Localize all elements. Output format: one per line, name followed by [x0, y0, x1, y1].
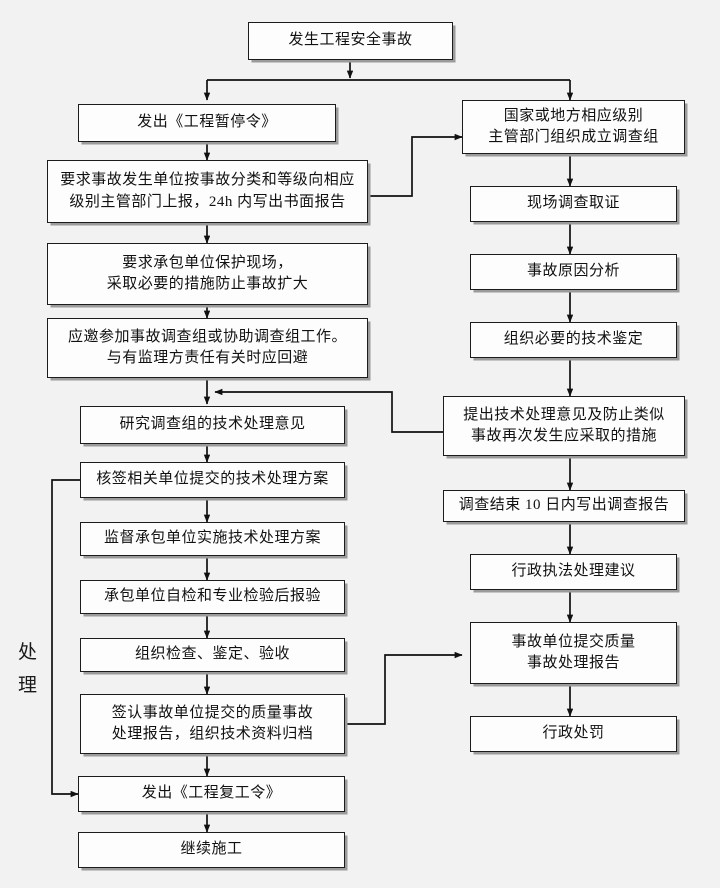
node-continue-construction[interactable]: 继续施工	[78, 832, 345, 868]
node-line-2: 采取必要的措施防止事故扩大	[106, 276, 309, 292]
node-line-1: 继续施工	[180, 841, 243, 858]
node-countersign-technical-plan[interactable]: 核签相关单位提交的技术处理方案	[80, 462, 345, 498]
node-accident-occurs[interactable]: 发生工程安全事故	[248, 22, 453, 60]
node-join-investigation-group[interactable]: 应邀参加事故调查组或协助调查组工作。 与有监理方责任有关时应回避	[47, 318, 368, 378]
node-line-1: 要求承包单位保护现场，	[122, 254, 293, 271]
node-line-2: 级别主管部门上报，24h 内写出书面报告	[69, 193, 346, 210]
wire-n18-to-n06	[214, 388, 443, 433]
node-supervise-implementation[interactable]: 监督承包单位实施技术处理方案	[80, 522, 345, 556]
node-issue-resumption-order[interactable]: 发出《工程复工令》	[78, 776, 345, 812]
node-line-2: 处理报告，组织技术资料归档	[111, 726, 314, 742]
node-administrative-penalty[interactable]: 行政处罚	[470, 716, 677, 752]
node-line-1: 发出《工程暂停令》	[137, 114, 277, 131]
node-protect-site[interactable]: 要求承包单位保护现场， 采取必要的措施防止事故扩大	[47, 243, 368, 305]
node-line-1: 提出技术处理意见及防止类似	[463, 406, 665, 423]
node-line-1: 签认事故单位提交的质量事故	[111, 704, 314, 721]
node-require-report-to-authority[interactable]: 要求事故发生单位按事故分类和等级向相应 级别主管部门上报，24h 内写出书面报告	[47, 160, 368, 223]
node-organize-technical-appraisal[interactable]: 组织必要的技术鉴定	[470, 322, 677, 358]
node-line-2: 事故再次发生应采取的措施	[470, 428, 657, 444]
node-administrative-enforcement-advice[interactable]: 行政执法处理建议	[470, 554, 677, 590]
node-line-1: 要求事故发生单位按事故分类和等级向相应	[60, 172, 355, 189]
node-line-1: 应邀参加事故调查组或协助调查组工作。	[67, 328, 347, 345]
node-line-1: 发生工程安全事故	[288, 32, 413, 49]
node-line-1: 调查结束 10 日内写出调查报告	[458, 497, 670, 514]
node-site-investigation-evidence[interactable]: 现场调查取证	[470, 186, 677, 222]
node-line-1: 研究调查组的技术处理意见	[119, 416, 306, 433]
node-line-1: 事故原因分析	[526, 263, 620, 280]
node-unit-submits-quality-report[interactable]: 事故单位提交质量 事故处理报告	[470, 622, 677, 684]
node-line-2: 事故处理报告	[526, 655, 620, 671]
node-establish-investigation-group[interactable]: 国家或地方相应级别 主管部门组织成立调查组	[462, 100, 685, 154]
node-study-technical-opinion[interactable]: 研究调查组的技术处理意见	[80, 406, 345, 444]
wire-n07-to-n12-feedback	[51, 479, 80, 798]
node-contractor-self-inspection[interactable]: 承包单位自检和专业检验后报验	[80, 580, 345, 614]
node-organize-inspection-acceptance[interactable]: 组织检查、鉴定、验收	[80, 638, 345, 672]
wire-n11-to-n21	[345, 651, 463, 725]
node-line-1: 行政执法处理建议	[511, 563, 636, 580]
node-line-1: 组织检查、鉴定、验收	[134, 646, 290, 663]
node-line-1: 国家或地方相应级别	[503, 107, 644, 124]
node-line-1: 组织必要的技术鉴定	[503, 331, 644, 348]
node-line-1: 核签相关单位提交的技术处理方案	[96, 471, 329, 488]
node-line-1: 承包单位自检和专业检验后报验	[103, 588, 321, 605]
node-line-1: 事故单位提交质量	[511, 633, 636, 650]
node-line-1: 发出《工程复工令》	[141, 785, 282, 802]
wire-n03-to-n14	[368, 133, 463, 197]
node-line-1: 监督承包单位实施技术处理方案	[103, 530, 321, 547]
side-label-char-2: 理	[17, 675, 38, 697]
node-line-2: 主管部门组织成立调查组	[488, 129, 659, 145]
side-label-char-1: 处	[17, 642, 38, 663]
side-label-handling: 处 理	[14, 636, 42, 703]
node-accident-cause-analysis[interactable]: 事故原因分析	[470, 254, 677, 290]
node-sign-quality-accident-report[interactable]: 签认事故单位提交的质量事故 处理报告，组织技术资料归档	[80, 694, 345, 754]
node-investigation-report-10-days[interactable]: 调查结束 10 日内写出调查报告	[443, 490, 685, 522]
node-line-2: 与有监理方责任有关时应回避	[106, 350, 309, 366]
node-propose-preventive-measures[interactable]: 提出技术处理意见及防止类似 事故再次发生应采取的措施	[443, 396, 685, 456]
node-issue-suspension-order[interactable]: 发出《工程暂停令》	[78, 104, 336, 142]
node-line-1: 现场调查取证	[526, 195, 620, 212]
node-line-1: 行政处罚	[542, 725, 605, 742]
